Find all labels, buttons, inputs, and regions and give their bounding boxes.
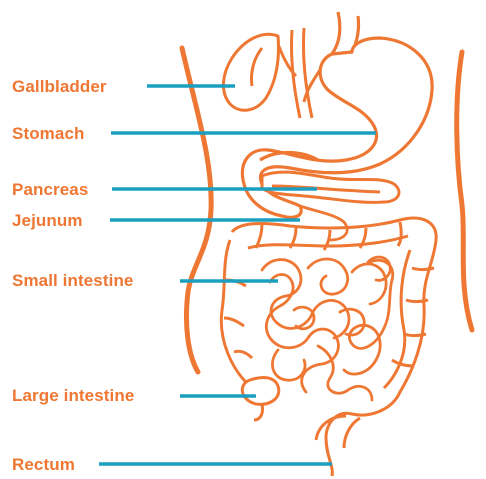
label-pancreas: Pancreas (12, 180, 88, 199)
label-small-intestine: Small intestine (12, 271, 133, 290)
cecum (242, 378, 278, 405)
large-intestine-organ (221, 218, 436, 476)
small-intestine-organ (262, 206, 393, 400)
label-gallbladder: Gallbladder (12, 77, 107, 96)
small-intestine-coil-1 (262, 260, 349, 338)
gallbladder-organ (223, 28, 320, 118)
organ-labels: Gallbladder Stomach Pancreas Jejunum Sma… (12, 77, 134, 474)
small-intestine-coil-3 (308, 259, 386, 304)
jejunum-segment (300, 206, 347, 240)
label-jejunum: Jejunum (12, 211, 83, 230)
body-left-contour (182, 48, 211, 372)
body-right-contour (457, 52, 472, 330)
label-large-intestine: Large intestine (12, 386, 134, 405)
appendix (254, 404, 263, 420)
bile-duct (278, 28, 320, 118)
leader-lines (99, 86, 376, 464)
label-stomach: Stomach (12, 124, 85, 143)
label-rectum: Rectum (12, 455, 75, 474)
sigmoid-colon (316, 416, 360, 448)
